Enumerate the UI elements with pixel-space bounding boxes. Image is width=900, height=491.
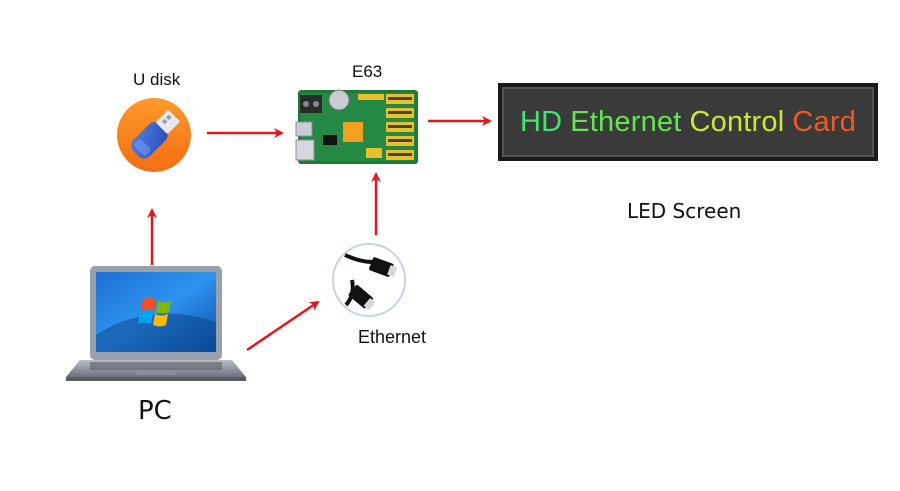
led-word-control: Control xyxy=(689,105,785,138)
e63-control-card-icon xyxy=(295,89,418,164)
udisk-label: U disk xyxy=(133,70,181,89)
card-label: E63 xyxy=(352,62,383,81)
led-screen-display: HD Ethernet Control Card xyxy=(498,83,878,161)
windows-logo-icon xyxy=(138,297,171,327)
arrow-pc-to-ethernet xyxy=(246,300,320,352)
ethernet-cable-icon xyxy=(332,243,406,317)
ethernet-label: Ethernet xyxy=(358,327,427,347)
usb-drive-icon xyxy=(117,98,191,172)
led-word-hd: HD xyxy=(519,105,563,138)
led-screen-label: LED Screen xyxy=(627,199,742,223)
laptop-pc-icon xyxy=(66,266,246,381)
led-word-card: Card xyxy=(792,105,857,138)
pc-label: PC xyxy=(138,396,172,426)
led-word-ethernet: Ethernet xyxy=(570,105,682,138)
